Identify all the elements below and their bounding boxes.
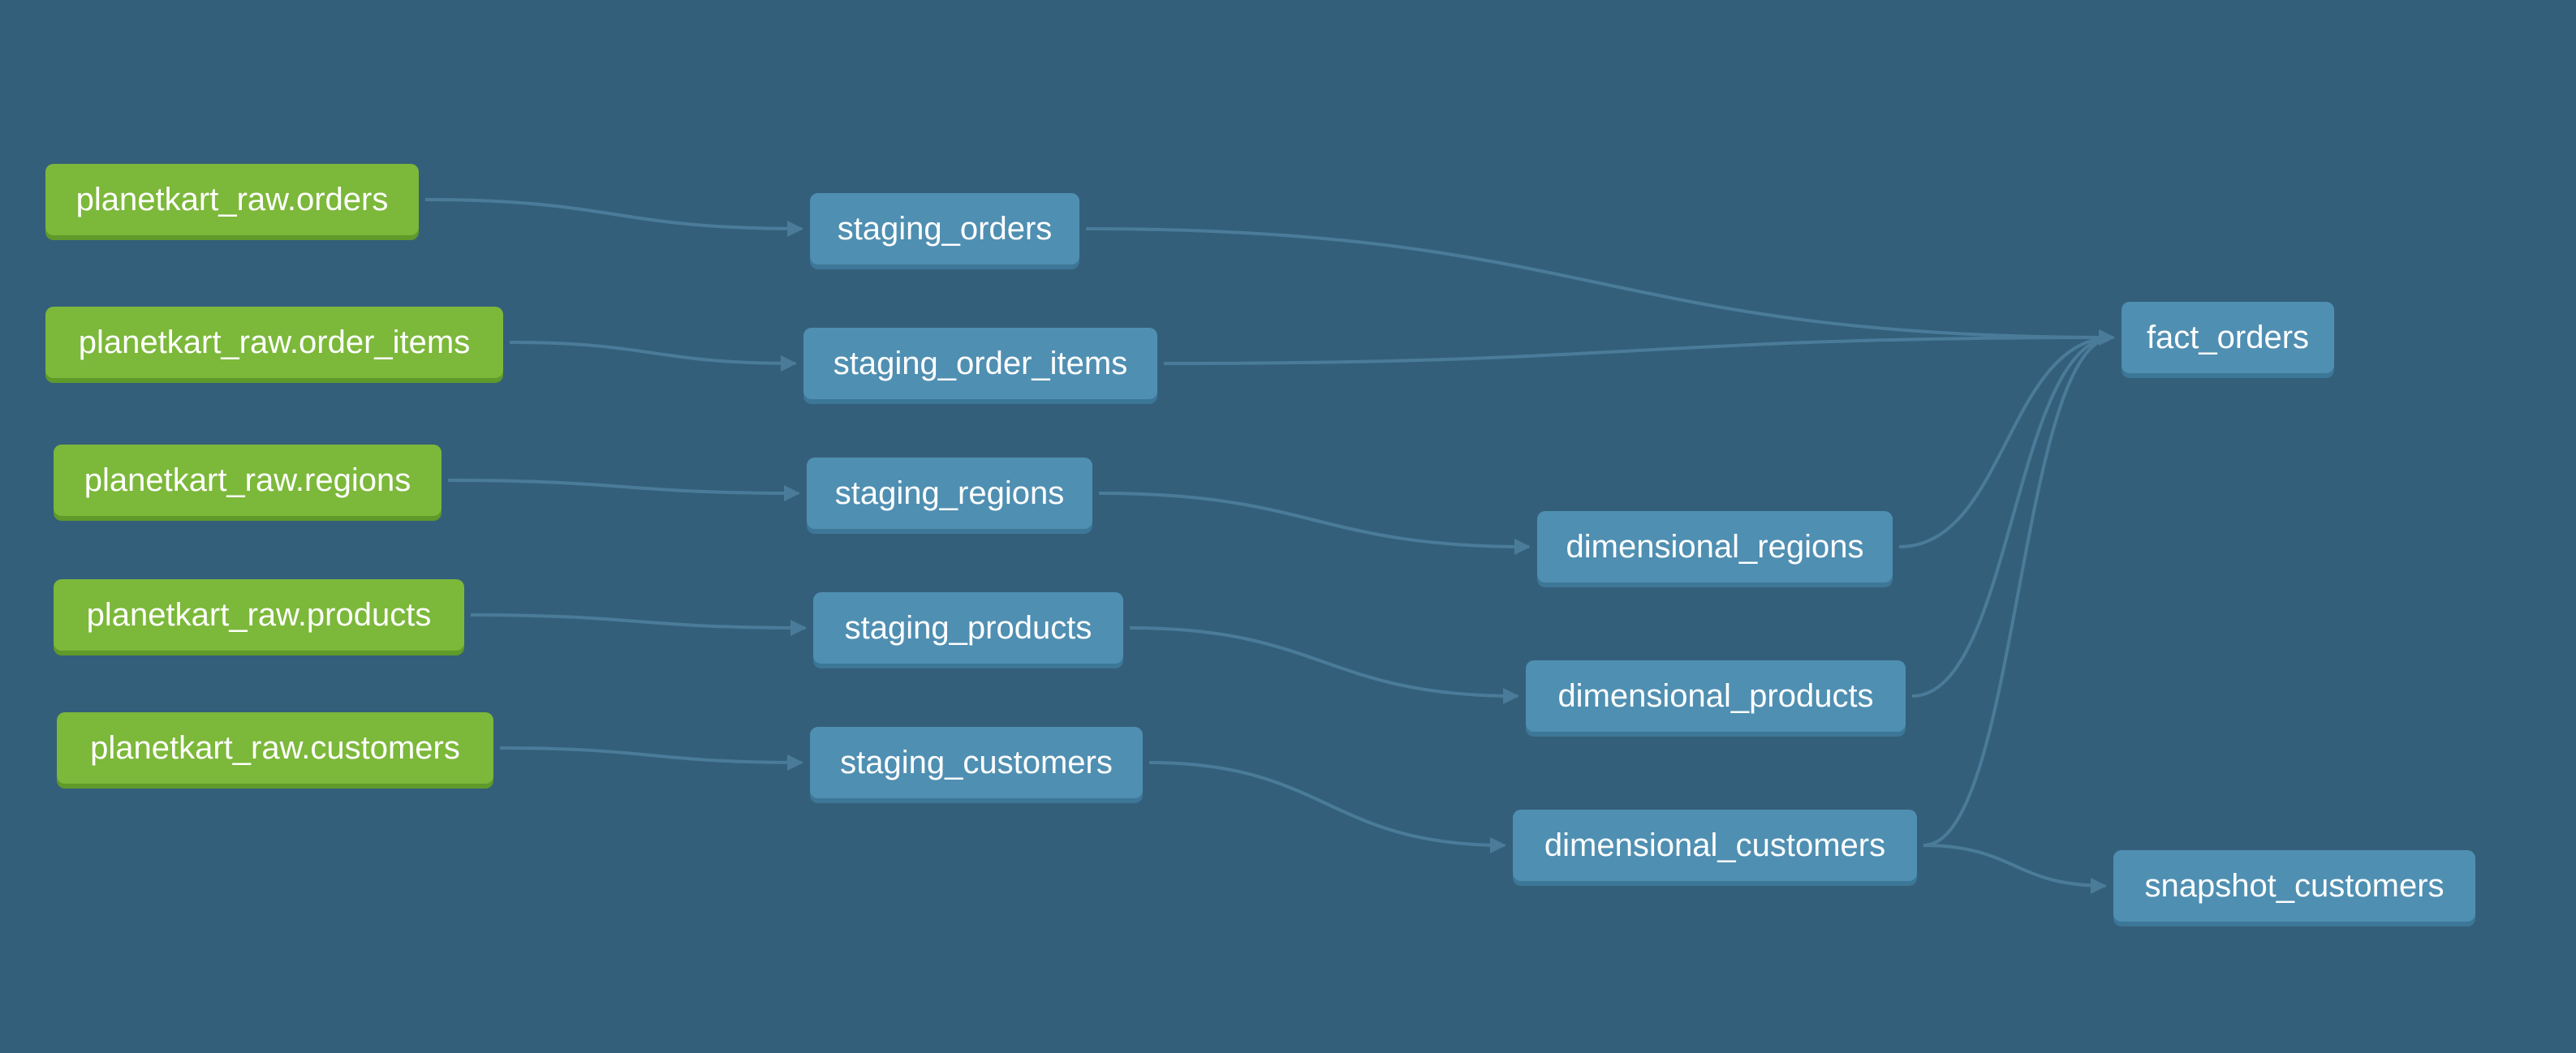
edge-dimensional_customers-to-snapshot_customers xyxy=(1923,844,2107,894)
node-label: planetkart_raw.regions xyxy=(84,462,411,498)
node-label: planetkart_raw.products xyxy=(86,597,432,633)
node-label: dimensional_regions xyxy=(1566,529,1864,565)
edge-staging_products-to-dimensional_products xyxy=(1129,626,1519,704)
node-label: planetkart_raw.customers xyxy=(90,730,460,766)
edge-raw_regions-to-staging_regions xyxy=(447,479,800,501)
node-dimensional-products[interactable]: dimensional_products xyxy=(1526,660,1906,732)
node-planetkart-raw-products[interactable]: planetkart_raw.products xyxy=(54,579,464,651)
edge-raw_customers-to-staging_customers xyxy=(499,746,803,771)
edge-staging_order_items-to-fact_orders xyxy=(1163,329,2115,365)
node-label: staging_order_items xyxy=(833,346,1128,381)
node-dimensional-customers[interactable]: dimensional_customers xyxy=(1513,810,1917,881)
node-snapshot-customers[interactable]: snapshot_customers xyxy=(2113,850,2475,922)
node-staging-products[interactable]: staging_products xyxy=(813,592,1123,664)
edge-dimensional_regions-to-fact_orders xyxy=(1898,329,2115,548)
node-staging-order-items[interactable]: staging_order_items xyxy=(803,328,1157,399)
node-label: staging_customers xyxy=(840,745,1113,780)
node-dimensional-regions[interactable]: dimensional_regions xyxy=(1537,511,1893,582)
edge-raw_orders-to-staging_orders xyxy=(424,198,803,237)
node-planetkart-raw-customers[interactable]: planetkart_raw.customers xyxy=(57,712,493,784)
edge-raw_order_items-to-staging_order_items xyxy=(509,341,797,372)
node-label: staging_products xyxy=(844,610,1092,646)
node-label: staging_orders xyxy=(837,211,1053,247)
node-label: staging_regions xyxy=(834,475,1065,511)
node-planetkart-raw-regions[interactable]: planetkart_raw.regions xyxy=(54,445,442,516)
node-staging-regions[interactable]: staging_regions xyxy=(807,458,1092,529)
node-fact-orders[interactable]: fact_orders xyxy=(2122,302,2334,373)
edge-dimensional_customers-to-fact_orders xyxy=(1923,329,2115,847)
node-label: planetkart_raw.order_items xyxy=(78,324,471,360)
edge-staging_regions-to-dimensional_regions xyxy=(1098,492,1531,555)
node-label: dimensional_products xyxy=(1557,678,1874,714)
node-staging-customers[interactable]: staging_customers xyxy=(810,727,1143,798)
node-planetkart-raw-order-items[interactable]: planetkart_raw.order_items xyxy=(45,307,503,378)
node-staging-orders[interactable]: staging_orders xyxy=(810,193,1079,264)
edge-raw_products-to-staging_products xyxy=(470,613,807,636)
edge-staging_customers-to-dimensional_customers xyxy=(1148,761,1506,853)
node-label: planetkart_raw.orders xyxy=(75,182,389,217)
node-label: snapshot_customers xyxy=(2144,868,2445,904)
edge-dimensional_products-to-fact_orders xyxy=(1911,329,2115,698)
edge-staging_orders-to-fact_orders xyxy=(1085,227,2115,346)
node-label: fact_orders xyxy=(2146,320,2310,355)
node-planetkart-raw-orders[interactable]: planetkart_raw.orders xyxy=(45,164,419,235)
node-label: dimensional_customers xyxy=(1544,827,1886,863)
